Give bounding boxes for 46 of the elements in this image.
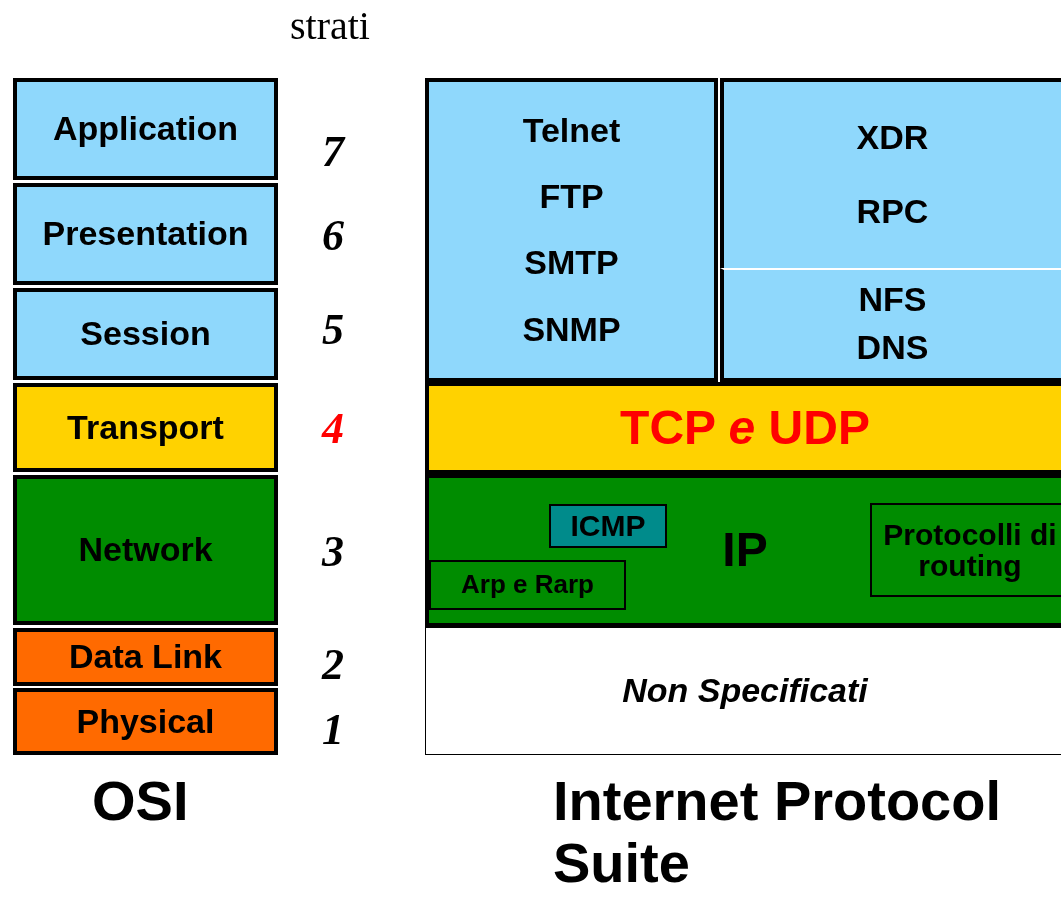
layer-number: 6 [322, 212, 345, 261]
layer-box [425, 627, 1061, 755]
layer-box [13, 688, 278, 755]
layer-label: Session [80, 316, 211, 352]
layer-number: 7 [322, 128, 347, 177]
layer-label: Non Specificati [622, 673, 868, 709]
layer-box [429, 560, 626, 610]
layer-label: SMTP [524, 245, 619, 281]
layer-label: XDR [856, 120, 929, 156]
layer-box [13, 383, 278, 472]
layer-number: 4 [322, 405, 345, 454]
layer-box [870, 503, 1061, 597]
layer-box [13, 288, 278, 380]
layer-box [13, 78, 278, 180]
layer-label: Telnet [522, 112, 621, 149]
column-heading: strati [290, 4, 371, 48]
layer-label: SNMP [522, 311, 621, 348]
layer-label: Network [78, 532, 213, 568]
layer-label: TCP e UDP [620, 402, 870, 454]
layer-box [13, 628, 278, 686]
layer-label: DNS [856, 330, 929, 366]
layer-label: Application [52, 111, 239, 147]
layer-number: 5 [322, 306, 345, 355]
layer-label: IP [722, 525, 768, 576]
layer-label: Transport [67, 409, 224, 446]
layer-label: Physical [76, 703, 215, 740]
layer-label: RPC [856, 194, 929, 230]
layer-label: Protocolli di routing [882, 518, 1058, 582]
layer-box [425, 78, 718, 382]
layer-box [425, 474, 1061, 627]
layer-number: 3 [322, 528, 345, 577]
layer-number: 1 [322, 706, 345, 755]
layer-box [549, 504, 667, 548]
layer-box [13, 475, 278, 625]
layer-box [13, 183, 278, 285]
layer-number: 2 [322, 641, 345, 690]
layer-label: NFS [858, 282, 927, 318]
layer-label: FTP [539, 178, 604, 215]
layer-label: Presentation [42, 216, 249, 252]
layer-box [720, 78, 1061, 268]
layer-label: Data Link [68, 639, 222, 675]
layer-label: Arp e Rarp [461, 571, 594, 599]
layer-box [720, 268, 1061, 382]
stack-title: OSI [92, 770, 190, 832]
layer-label: ICMP [570, 510, 646, 542]
stack-title: Internet Protocol Suite [553, 770, 1003, 894]
